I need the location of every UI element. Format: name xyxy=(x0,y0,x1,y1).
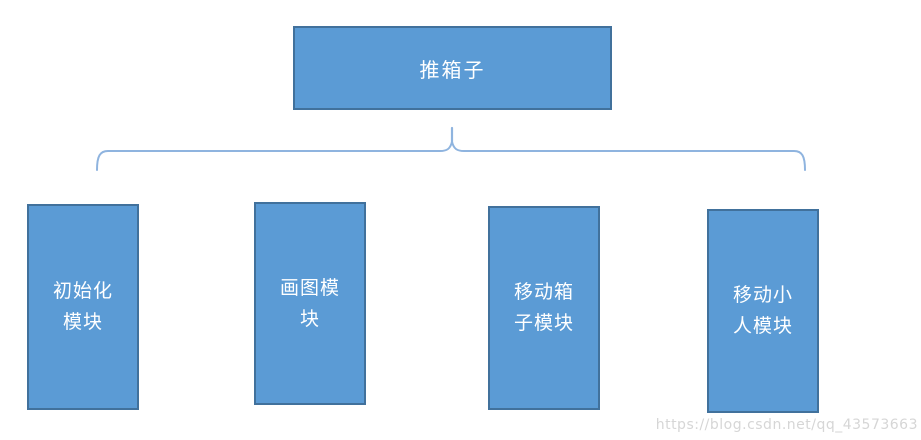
node-label-line: 初始化 xyxy=(52,280,113,302)
node-init-module: 初始化 模块 xyxy=(27,204,139,410)
node-label-line: 块 xyxy=(299,307,320,330)
node-root-label: 推箱子 xyxy=(419,57,486,82)
node-root: 推箱子 xyxy=(293,26,612,110)
node-label-line: 移动箱 xyxy=(513,281,574,303)
node-move-player-module: 移动小 人模块 xyxy=(707,209,819,413)
brace-curve xyxy=(96,138,806,171)
node-label-line: 画图模 xyxy=(279,276,340,299)
watermark-url: https://blog.csdn.net/qq_43573663 xyxy=(655,417,918,433)
node-move-box-module: 移动箱 子模块 xyxy=(488,206,600,410)
node-label-line: 子模块 xyxy=(513,312,574,334)
node-label-line: 人模块 xyxy=(732,315,793,337)
node-label-line: 移动小 xyxy=(732,284,793,306)
node-label-line: 模块 xyxy=(62,311,103,333)
node-draw-module: 画图模 块 xyxy=(254,202,366,405)
